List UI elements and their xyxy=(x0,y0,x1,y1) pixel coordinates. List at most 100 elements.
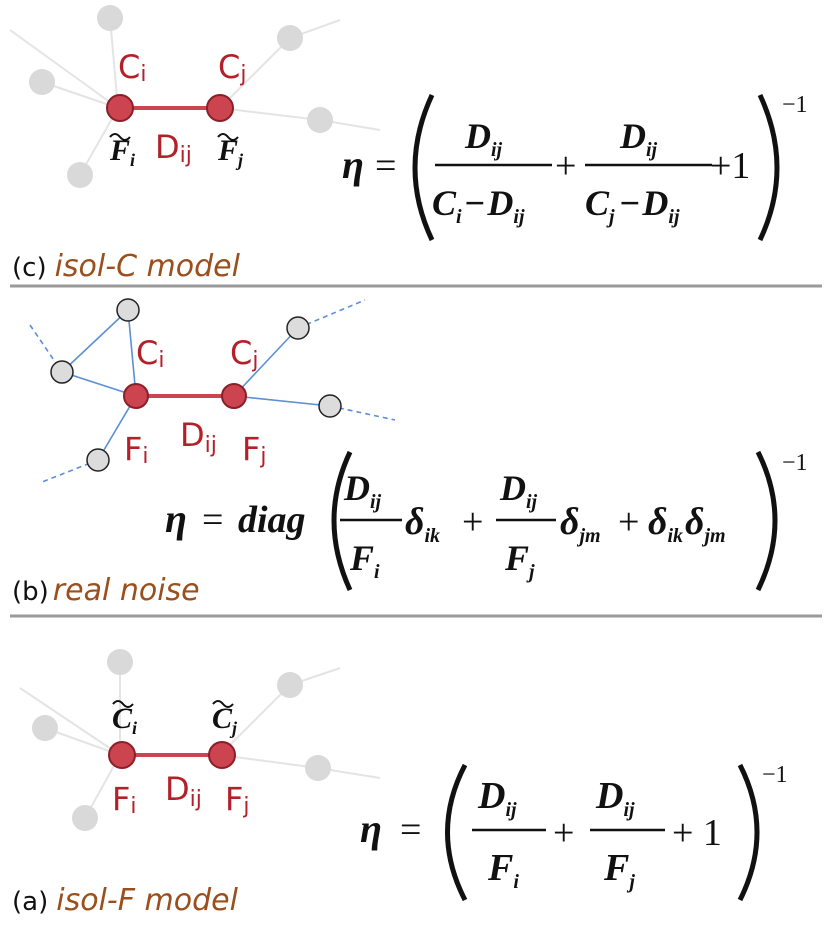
eq-lhs: η xyxy=(342,142,364,187)
svg-text:Ci: Ci xyxy=(118,48,146,87)
svg-text:δik: δik xyxy=(405,501,440,547)
caption-a-title: isol-F model xyxy=(56,883,238,918)
svg-text:Dij: Dij xyxy=(464,116,503,161)
svg-text:Fi: Fi xyxy=(349,538,380,583)
svg-text:+: + xyxy=(618,501,639,543)
svg-text:Cj: Cj xyxy=(230,334,258,373)
node-i-capacity: C xyxy=(118,48,140,86)
neighbor-node xyxy=(107,649,133,675)
node-i xyxy=(108,741,136,769)
eq-func: diag xyxy=(238,499,306,541)
svg-text:Ci: Ci xyxy=(136,334,164,373)
neighbor-node xyxy=(32,715,58,741)
panel-a: Ci Cj Fi Dij Fj η = Dij Fi + Dij Fj + 1 … xyxy=(12,649,788,918)
panel-c-faded-neighbors xyxy=(9,17,381,176)
node-j-capacity: C xyxy=(230,334,252,372)
node-j-capacity-tilde: Cj xyxy=(212,700,238,738)
node-i-flow: F xyxy=(124,430,142,468)
node-j-flow-tilde: Fj xyxy=(217,133,244,170)
link-demand-sub: ij xyxy=(190,787,202,812)
svg-text:(c)isol-C model: (c) isol-C model xyxy=(12,249,241,284)
left-paren xyxy=(412,93,435,242)
node-i-flow-sub: i xyxy=(130,794,136,819)
caption-c-prefix: (c) xyxy=(12,253,47,283)
node-i-capacity-sub: i xyxy=(158,348,164,373)
svg-text:Cj: Cj xyxy=(212,702,238,738)
node-j-flow-sub: j xyxy=(259,444,266,469)
svg-text:(a)isol-F model: (a)isol-F model xyxy=(12,883,239,918)
svg-text:Cj−Dij: Cj−Dij xyxy=(585,183,680,228)
node-i-capacity: C xyxy=(136,334,158,372)
svg-text:Fj: Fj xyxy=(603,847,635,893)
svg-text:Dij: Dij xyxy=(165,770,202,812)
node-j xyxy=(208,741,236,769)
eq-exponent: −1 xyxy=(762,762,788,788)
svg-text:Cj: Cj xyxy=(218,48,246,87)
node-i-flow: F xyxy=(112,780,130,818)
svg-text:Dij: Dij xyxy=(619,116,658,161)
equation-c: η = Dij Ci−Dij + Dij Cj−Dij +1 −1 xyxy=(342,92,808,242)
neighbor-node xyxy=(286,316,310,340)
svg-text:(b)real noise: (b)real noise xyxy=(12,573,200,608)
svg-text:Fi: Fi xyxy=(109,134,135,170)
svg-text:Dij: Dij xyxy=(477,775,517,821)
neighbor-node xyxy=(67,162,93,188)
equation-a: η = Dij Fi + Dij Fj + 1 −1 xyxy=(360,762,788,902)
svg-text:Fj: Fj xyxy=(242,430,267,469)
svg-text:Dij: Dij xyxy=(595,775,635,821)
eq-lhs: η xyxy=(165,496,187,541)
node-i xyxy=(123,383,149,409)
neighbor-node xyxy=(50,360,74,384)
svg-text:Ci−Dij: Ci−Dij xyxy=(432,183,525,228)
node-i xyxy=(106,94,134,122)
node-j-flow: F xyxy=(225,780,243,818)
eq-lhs: η xyxy=(360,806,382,851)
svg-text:+ 1: + 1 xyxy=(672,812,722,854)
svg-text:Ci: Ci xyxy=(112,702,137,738)
node-i-capacity-sub: i xyxy=(140,62,146,87)
svg-text:+: + xyxy=(555,145,576,187)
neighbor-node xyxy=(29,69,55,95)
eq-exponent: −1 xyxy=(782,92,808,118)
caption-c-title: isol-C model xyxy=(55,249,241,284)
node-j-flow-sub: j xyxy=(242,794,249,819)
right-paren xyxy=(737,763,760,902)
left-paren xyxy=(331,450,353,592)
neighbor-node xyxy=(307,107,333,133)
node-i-flow-sub: i xyxy=(142,444,148,469)
panel-c-neighbor-nodes xyxy=(29,5,333,188)
node-i-flow-tilde: Fi xyxy=(109,133,135,170)
svg-text:Fi: Fi xyxy=(124,430,149,469)
node-j xyxy=(206,94,234,122)
neighbor-node xyxy=(318,394,342,418)
svg-text:Dij: Dij xyxy=(343,468,382,513)
neighbor-node xyxy=(305,755,331,781)
svg-text:Fj: Fj xyxy=(225,780,250,819)
neighbor-node xyxy=(277,672,303,698)
node-j-capacity-sub: j xyxy=(251,348,258,373)
neighbor-node xyxy=(277,25,303,51)
panel-a-neighbor-nodes xyxy=(32,649,331,831)
link-demand: D xyxy=(155,128,180,166)
eq-equals: = xyxy=(375,145,396,187)
neighbor-node xyxy=(86,448,110,472)
node-i-capacity-tilde: Ci xyxy=(112,700,137,738)
panel-c: Ci Cj Dij Fi Fj η = Dij Ci−Dij + Dij Cj−… xyxy=(9,5,808,284)
svg-text:+: + xyxy=(462,501,483,543)
neighbor-node xyxy=(116,298,140,322)
svg-text:Dij: Dij xyxy=(499,468,538,513)
caption-b-title: real noise xyxy=(53,573,200,608)
link-demand-sub: ij xyxy=(180,143,192,168)
link-demand-sub: ij xyxy=(205,433,217,458)
left-paren xyxy=(445,763,468,902)
svg-text:Dij: Dij xyxy=(180,416,217,458)
svg-text:Fi: Fi xyxy=(112,780,137,819)
svg-text:Fj: Fj xyxy=(217,134,244,170)
eq-equals: = xyxy=(400,809,421,851)
right-paren xyxy=(757,93,780,242)
eq-equals: = xyxy=(202,499,223,541)
node-j-flow: F xyxy=(242,430,260,468)
right-paren xyxy=(755,450,778,592)
svg-text:Fi: Fi xyxy=(487,847,519,893)
svg-text:δikδjm: δikδjm xyxy=(648,501,726,547)
